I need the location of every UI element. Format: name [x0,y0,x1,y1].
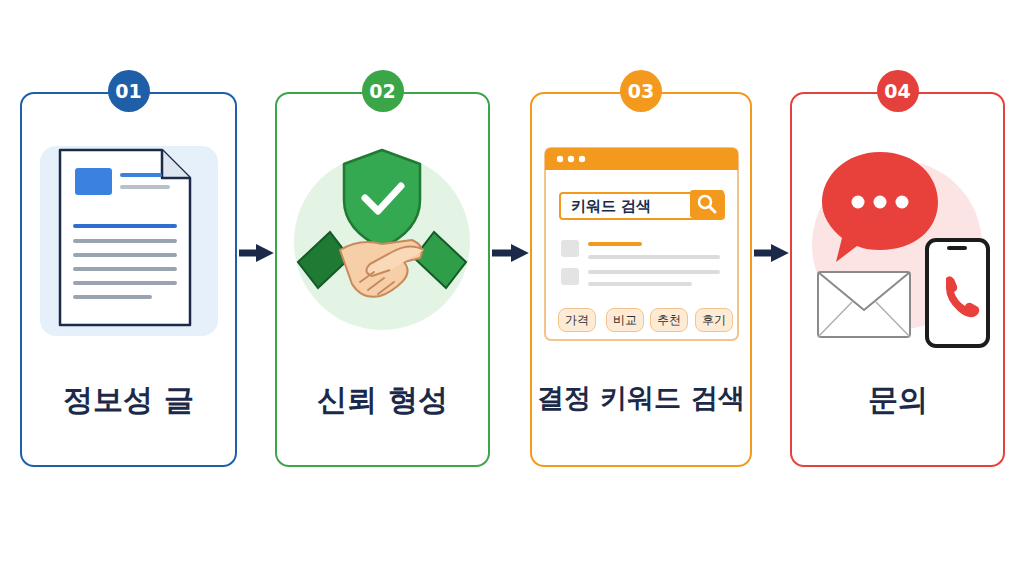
illustration-shape [162,150,190,178]
keyword-chip: 비교 [606,308,644,332]
illustration-shape [927,240,988,346]
step-number-text: 01 [115,80,141,102]
flow-arrow [239,250,263,257]
illustration-shape [818,302,910,337]
step-card: 문의04 [790,92,1005,467]
flow-arrow [754,250,778,257]
illustration-shape [822,152,938,262]
illustration-shape [818,272,910,337]
step-number: 03 [620,70,662,112]
step-title: 문의 [792,382,1003,418]
trust-icon [294,150,470,330]
illustration-shape [590,282,690,286]
illustration-shape [568,156,574,162]
keyword-chip: 추천 [650,308,688,332]
flow-arrow [492,250,518,257]
illustration-shape [122,173,160,177]
illustration-shape [579,156,585,162]
keyword-chip: 후기 [695,308,733,332]
step-title: 결정 키워드 검색 [532,382,750,414]
connectors [239,253,778,254]
illustration-shape [75,168,112,195]
illustration-shape [590,242,640,246]
illustration-shape [947,246,967,250]
step-number-text: 02 [369,80,395,102]
illustration-shape [75,267,175,271]
keyword-text: 추천 [657,312,681,329]
illustration-shape [298,232,350,288]
step-number: 02 [362,70,404,112]
illustration-shape [122,185,168,189]
step-number: 04 [877,70,919,112]
search-box: 키워드 검색 [559,192,725,220]
illustration-shape [75,239,175,243]
step-number: 01 [108,70,150,112]
illustration-shape [75,224,175,228]
illustration-shape [557,156,563,162]
illustration-shape [946,276,979,317]
illustration-shape [852,196,865,209]
illustration-shape [75,281,175,285]
illustration-shape [690,190,724,218]
keyword-text: 가격 [565,312,589,329]
illustration-shape [414,232,466,288]
step-title: 신뢰 형성 [277,382,488,418]
keyword-text: 후기 [702,312,726,329]
illustration-shape [590,270,718,274]
illustration-shape [545,148,738,340]
search-text: 키워드 검색 [561,197,651,216]
step-number-text: 03 [628,80,654,102]
illustration-shape [344,150,420,248]
browser-icon [545,148,738,340]
illustration-shape [590,255,718,259]
step-card: 결정 키워드 검색03키워드 검색가격비교추천후기 [530,92,752,467]
illustration-shape [545,148,738,170]
illustration-shape [366,246,424,276]
contact-icon [812,152,988,346]
illustration-shape [75,253,175,257]
document-icon [40,146,218,336]
illustration-shape [710,207,716,213]
illustration-shape [561,240,579,257]
illustration-shape [561,268,579,285]
keyword-chip: 가격 [558,308,596,332]
keyword-text: 비교 [613,312,637,329]
illustration-shape [896,196,909,209]
step-card: 신뢰 형성02 [275,92,490,467]
step-card: 정보성 글01 [20,92,237,467]
illustration-shape [40,146,218,336]
step-number-text: 04 [884,80,910,102]
illustration-shape [365,186,401,211]
illustration-shape [818,272,910,310]
illustration-shape [874,196,887,209]
illustration-shape [75,295,150,299]
illustration-shape [360,272,394,294]
step-title: 정보성 글 [22,382,235,418]
illustration-shape [60,150,190,325]
